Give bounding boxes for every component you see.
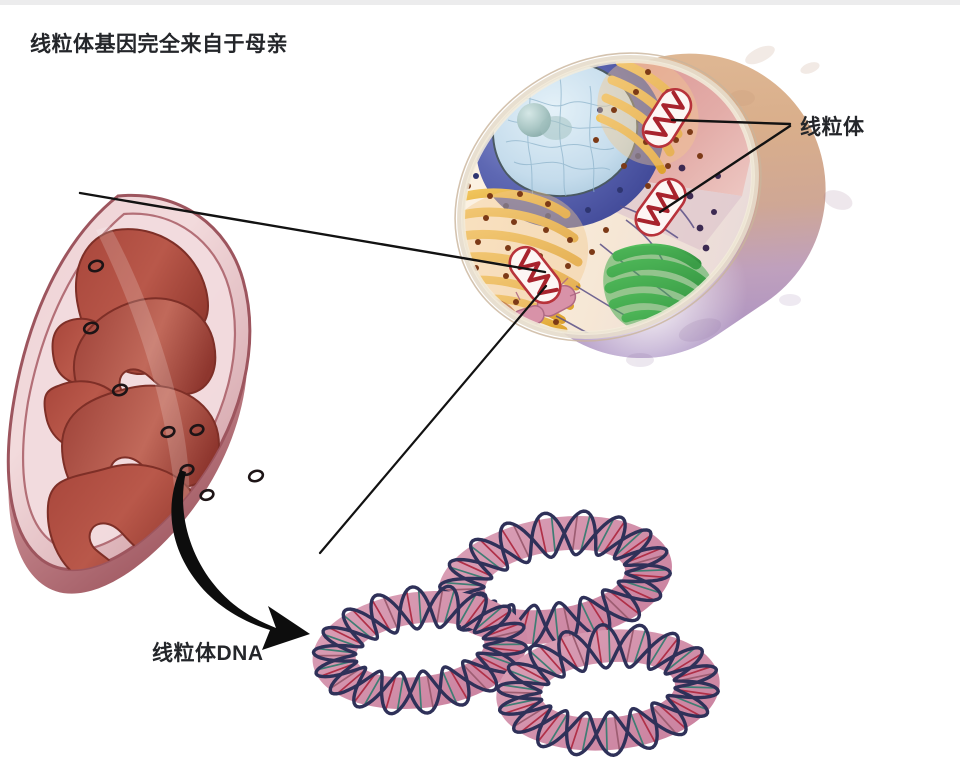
mtdna-circle: [311, 584, 529, 716]
leader-mito-middle: [658, 124, 792, 214]
mtdna-strand: [311, 585, 526, 716]
cell-mitochondrion-middle: [634, 177, 687, 237]
page-title: 线粒体基因完全来自于母亲: [30, 33, 288, 56]
top-divider: [0, 0, 960, 5]
leader-mito-to-dna: [318, 284, 548, 555]
mitochondrion-depth-rim: [8, 280, 250, 594]
callout-lines: [78, 118, 792, 555]
leader-mito-upper: [670, 118, 792, 126]
mtdna-circle: [496, 623, 720, 757]
cell-inner-rim: [461, 59, 755, 335]
cell-mitochondrion-upper: [641, 87, 693, 149]
mtdna-base-pairs: [499, 626, 717, 754]
label-mitochondrial-dna: 线粒体DNA: [152, 642, 264, 665]
mitochondrial-dna-circles: [311, 509, 720, 757]
label-mitochondria: 线粒体: [800, 116, 865, 139]
cell-surface-texture: [626, 45, 853, 367]
mtdna-strand: [496, 623, 719, 757]
leader-magnify-mito: [78, 191, 547, 274]
mtdna-arrow: [171, 470, 310, 650]
mitochondrion-cutaway-illustration: [6, 193, 265, 594]
cell-outer-rim: [454, 52, 762, 342]
animal-cell-illustration: [434, 40, 853, 389]
